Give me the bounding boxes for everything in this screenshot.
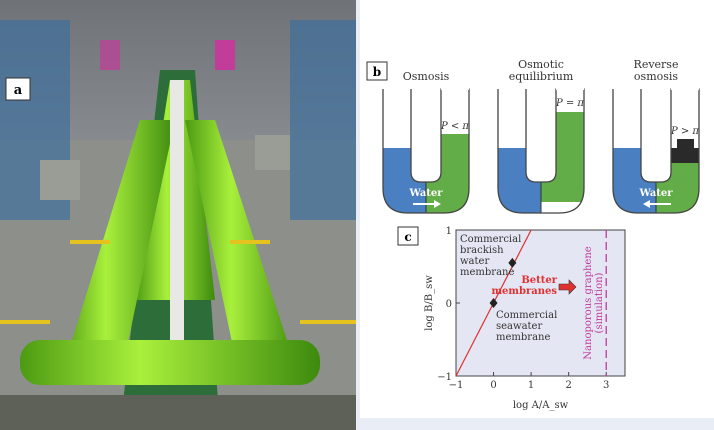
flow-arrow-right-icon xyxy=(434,200,441,208)
x-tick-label: −1 xyxy=(449,380,464,391)
svg-text:a: a xyxy=(14,83,23,98)
seawater-label: membrane xyxy=(496,332,550,343)
seawater-label: seawater xyxy=(496,321,542,332)
water-label: Water xyxy=(408,188,443,199)
membrane-point xyxy=(489,298,498,308)
brackish-label: brackish xyxy=(460,245,504,256)
seawater-label: Commercial xyxy=(496,310,557,321)
panel-b-label: b xyxy=(366,61,388,81)
flow-arrow-left-icon xyxy=(643,200,650,208)
svg-text:b: b xyxy=(373,65,381,79)
y-tick-label: 1 xyxy=(446,226,452,237)
brackish-label: Commercial xyxy=(460,234,521,245)
brackish-label: membrane xyxy=(460,267,514,278)
plot-area xyxy=(455,229,626,377)
panel-a-label: a xyxy=(5,77,31,101)
piston-handle xyxy=(677,139,694,149)
svg-text:c: c xyxy=(404,230,411,244)
pressure-label: P > π xyxy=(670,126,699,137)
x-axis-label: log A/A_sw xyxy=(513,400,569,411)
tube-title: osmosis xyxy=(634,70,678,83)
pressure-label: P < π xyxy=(440,121,469,132)
x-tick-label: 3 xyxy=(603,380,609,391)
panel-c-label: c xyxy=(397,226,419,246)
tube-title: Reverse xyxy=(634,58,679,71)
water-label: Water xyxy=(638,188,673,199)
y-tick-label: −1 xyxy=(437,372,452,383)
better-membranes-label: Better xyxy=(521,275,557,286)
tube-title: equilibrium xyxy=(509,70,574,83)
y-tick-label: 0 xyxy=(446,299,452,310)
membrane-point xyxy=(508,257,517,268)
brackish-label: water xyxy=(460,256,489,267)
pressure-label: P = π xyxy=(555,98,584,109)
x-tick-label: 1 xyxy=(528,380,534,391)
y-axis-label: log B/B_sw xyxy=(424,275,435,331)
graphene-label: Nanoporous graphene xyxy=(583,246,594,359)
piston xyxy=(671,148,699,163)
desalination-plant-photo: a xyxy=(0,0,356,430)
better-arrow-icon xyxy=(558,279,577,295)
graphene-label: (simulation) xyxy=(594,272,605,333)
better-membranes-label: membranes xyxy=(491,286,557,297)
x-tick-label: 2 xyxy=(565,380,571,391)
x-tick-label: 0 xyxy=(490,380,496,391)
tube-title: Osmosis xyxy=(403,70,450,83)
tube-title: Osmotic xyxy=(518,58,564,71)
